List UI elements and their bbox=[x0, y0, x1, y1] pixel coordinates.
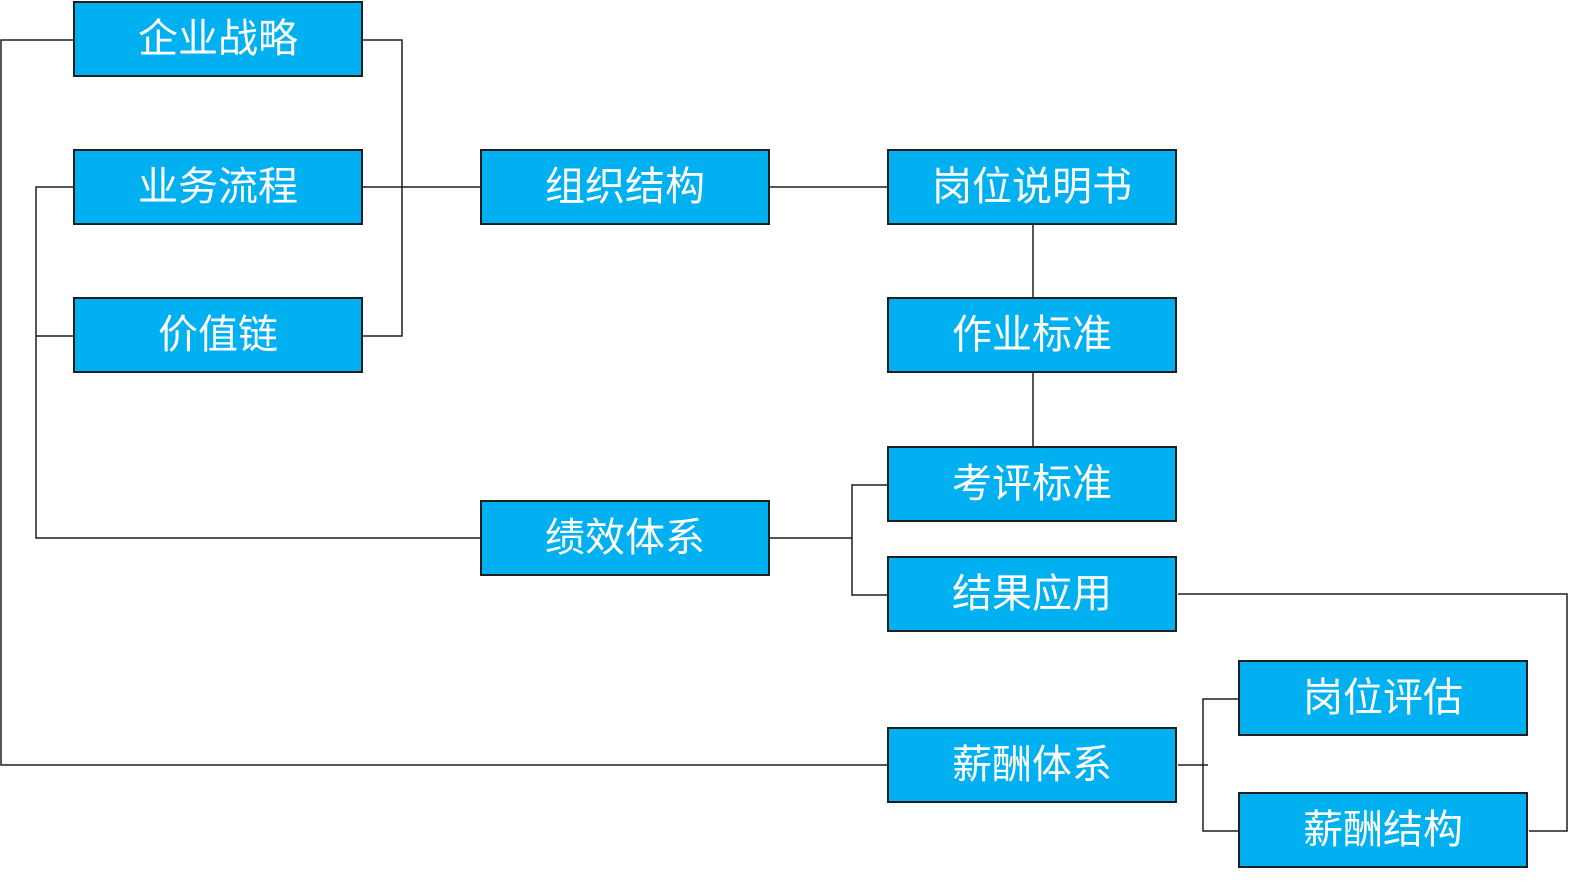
node-result-application: 结果应用 bbox=[887, 556, 1177, 632]
node-salary-structure: 薪酬结构 bbox=[1238, 792, 1528, 868]
line-strategy-to-salary bbox=[0, 39, 887, 766]
line-result-to-salarystr bbox=[1178, 593, 1568, 832]
node-business-process: 业务流程 bbox=[73, 149, 363, 225]
node-enterprise-strategy: 企业战略 bbox=[73, 1, 363, 77]
node-performance-system: 绩效体系 bbox=[480, 500, 770, 576]
node-job-evaluation: 岗位评估 bbox=[1238, 660, 1528, 736]
node-evaluation-standard: 考评标准 bbox=[887, 446, 1177, 522]
node-org-structure: 组织结构 bbox=[480, 149, 770, 225]
line-process-to-perf bbox=[35, 186, 480, 539]
node-salary-system: 薪酬体系 bbox=[887, 727, 1177, 803]
line-salary-branch bbox=[1202, 698, 1238, 832]
node-value-chain: 价值链 bbox=[73, 297, 363, 373]
line-fork-branch bbox=[851, 484, 887, 596]
line-strategy-bracket bbox=[363, 39, 403, 337]
node-work-standard: 作业标准 bbox=[887, 297, 1177, 373]
node-job-description: 岗位说明书 bbox=[887, 149, 1177, 225]
